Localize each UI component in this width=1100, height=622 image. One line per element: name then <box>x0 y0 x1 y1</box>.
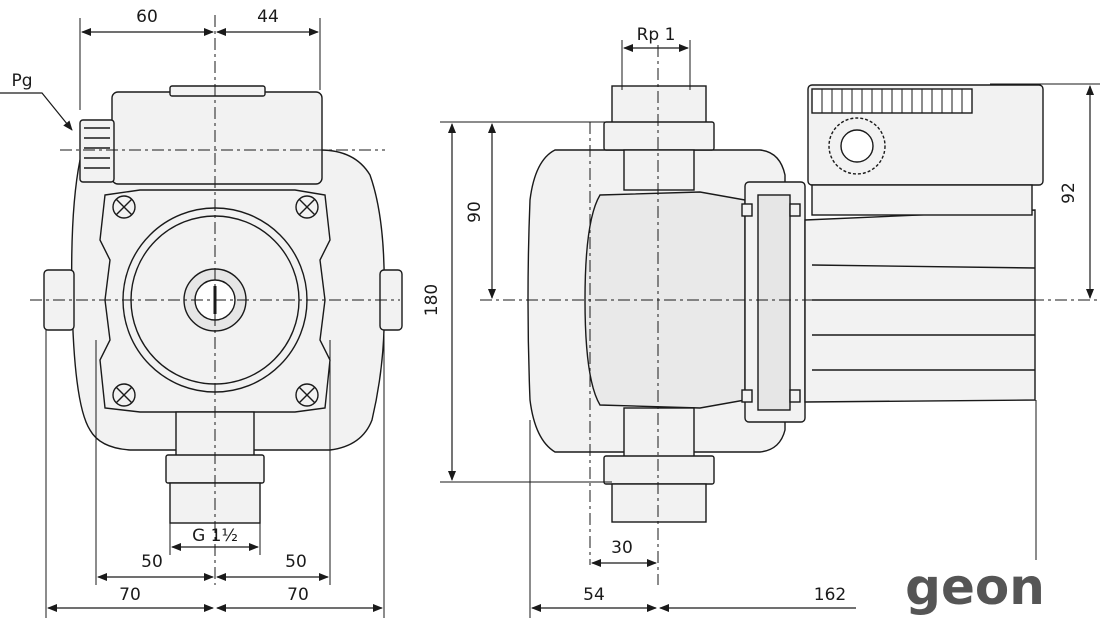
dim-label-70-right: 70 <box>287 585 309 605</box>
side-inlet-neck <box>623 149 695 191</box>
dim-label-50-right: 50 <box>285 552 307 572</box>
dim-label-70-left: 70 <box>119 585 141 605</box>
side-centerlines <box>480 45 1100 585</box>
side-extension-lines <box>440 40 1100 618</box>
bolt-icon <box>112 195 136 219</box>
side-view <box>527 84 1044 523</box>
front-terminal-box <box>111 91 323 185</box>
side-inlet-thread <box>611 85 707 125</box>
dim-label-30: 30 <box>611 538 633 558</box>
side-outlet-thread <box>611 483 707 523</box>
front-extension-lines <box>45 18 385 618</box>
side-outlet-nut <box>603 455 715 485</box>
side-inlet-nut <box>603 121 715 151</box>
front-dimension-lines <box>0 28 383 612</box>
side-thread-label: Rp 1 <box>637 25 676 45</box>
side-outlet-neck <box>623 407 695 459</box>
brand-logo: geon <box>905 558 1045 616</box>
cable-gland-icon <box>79 119 115 183</box>
bolt-icon <box>741 203 801 217</box>
front-thread-label: G 1½ <box>192 526 238 546</box>
dim-label-54: 54 <box>583 585 605 605</box>
dim-label-162: 162 <box>814 585 846 605</box>
bolt-icon <box>295 195 319 219</box>
dim-label-92: 92 <box>1059 182 1079 204</box>
side-motor <box>804 209 1036 403</box>
front-view <box>43 85 403 524</box>
dim-label-50-left: 50 <box>141 552 163 572</box>
pg-label: Pg <box>11 71 32 91</box>
side-dimension-lines <box>448 44 1094 612</box>
bolt-icon <box>112 383 136 407</box>
dim-label-60: 60 <box>136 7 158 27</box>
dim-label-180: 180 <box>422 284 442 316</box>
bolt-icon <box>741 389 801 403</box>
front-terminal-lid <box>169 85 266 97</box>
front-centerlines <box>30 15 400 585</box>
dim-label-90: 90 <box>465 201 485 223</box>
bolt-icon <box>295 383 319 407</box>
dim-label-44: 44 <box>257 7 279 27</box>
